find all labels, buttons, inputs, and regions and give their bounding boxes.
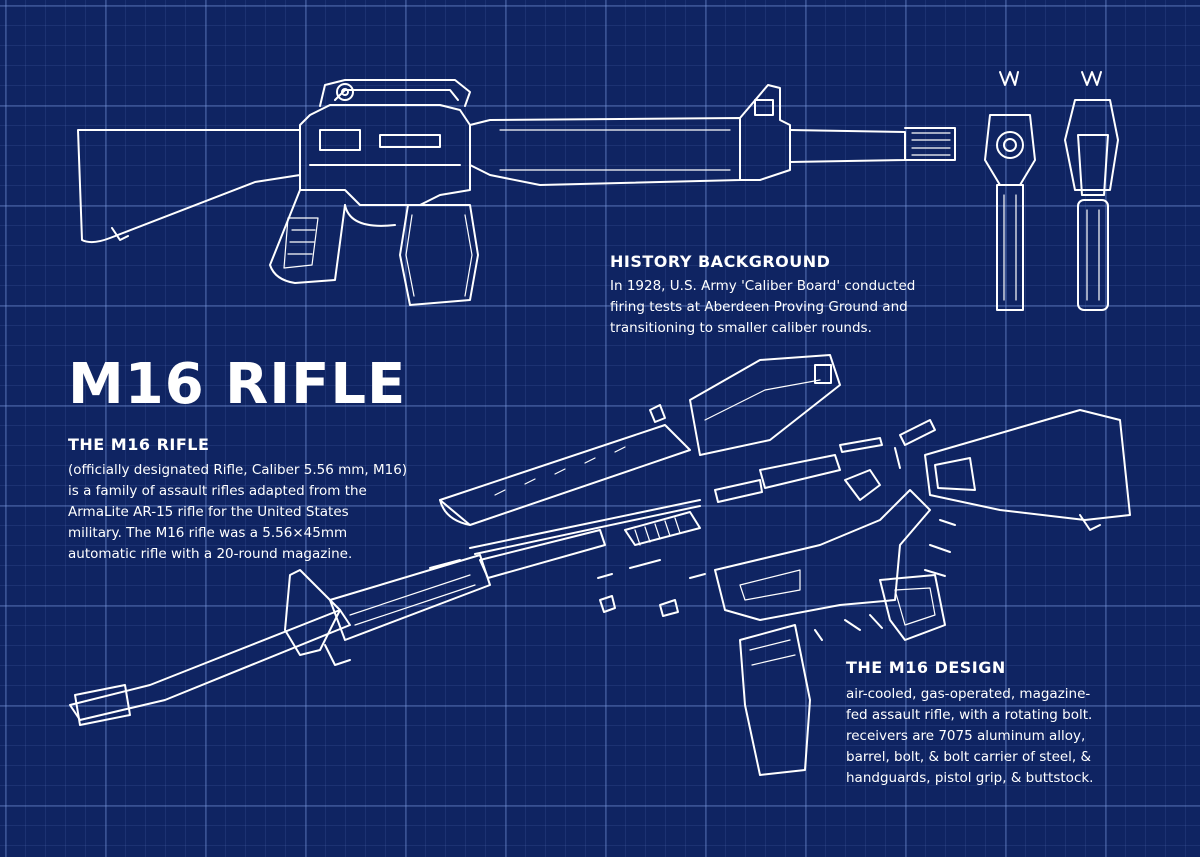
design-line: handguards, pistol grip, & buttstock. [846, 770, 1094, 786]
rifle-line: military. The M16 rifle was a 5.56×45mm [68, 525, 348, 541]
rifle-line: ArmaLite AR-15 rifle for the United Stat… [68, 504, 349, 520]
design-text: air-cooled, gas-operated, magazine- fed … [846, 684, 1093, 789]
design-line: barrel, bolt, & bolt carrier of steel, & [846, 749, 1092, 765]
history-heading: HISTORY BACKGROUND [610, 252, 831, 271]
rifle-heading: THE M16 RIFLE [68, 435, 210, 454]
rifle-exploded-view [69, 354, 1131, 776]
rifle-line: (officially designated Rifle, Caliber 5.… [68, 462, 408, 478]
history-line: transitioning to smaller caliber rounds. [610, 320, 872, 336]
rifle-line: is a family of assault rifles adapted fr… [68, 483, 367, 499]
rifle-rear-view [1064, 71, 1119, 311]
history-line: In 1928, U.S. Army 'Caliber Board' condu… [610, 278, 916, 294]
rifle-front-view [984, 71, 1036, 311]
design-line: air-cooled, gas-operated, magazine- [846, 686, 1091, 702]
history-text: In 1928, U.S. Army 'Caliber Board' condu… [610, 276, 915, 339]
design-heading: THE M16 DESIGN [846, 658, 1006, 677]
page-title: M16 RIFLE [68, 352, 407, 417]
rifle-text: (officially designated Rifle, Caliber 5.… [68, 460, 407, 565]
design-line: receivers are 7075 aluminum alloy, [846, 728, 1086, 744]
history-line: firing tests at Aberdeen Proving Ground … [610, 299, 908, 315]
rifle-line: automatic rifle with a 20-round magazine… [68, 546, 353, 562]
design-line: fed assault rifle, with a rotating bolt. [846, 707, 1093, 723]
rifle-side-profile [77, 79, 956, 306]
